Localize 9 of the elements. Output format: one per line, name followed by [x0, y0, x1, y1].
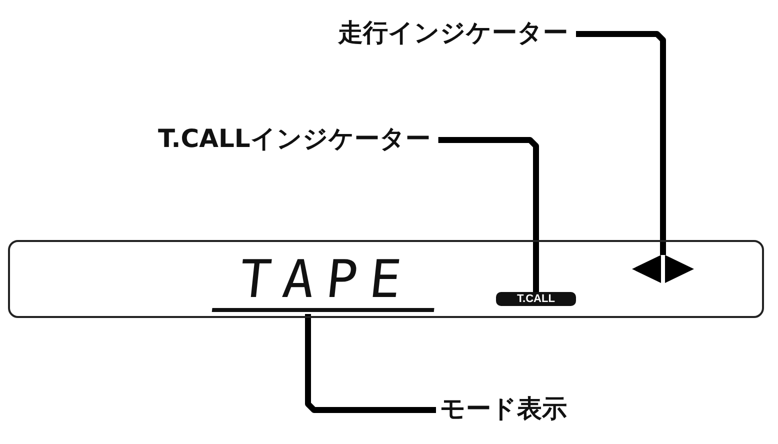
leader-line [305, 314, 436, 413]
leader-line [438, 137, 539, 292]
display-panel [8, 240, 764, 318]
callout-label: T.CALLインジケーター [158, 124, 430, 156]
segment-display-text: TAPE [212, 252, 440, 312]
callout-label: モード表示 [440, 394, 567, 426]
indicator-badge: T.CALL [496, 292, 576, 306]
leader-line [576, 31, 666, 255]
callout-label: 走行インジケーター [338, 18, 568, 50]
